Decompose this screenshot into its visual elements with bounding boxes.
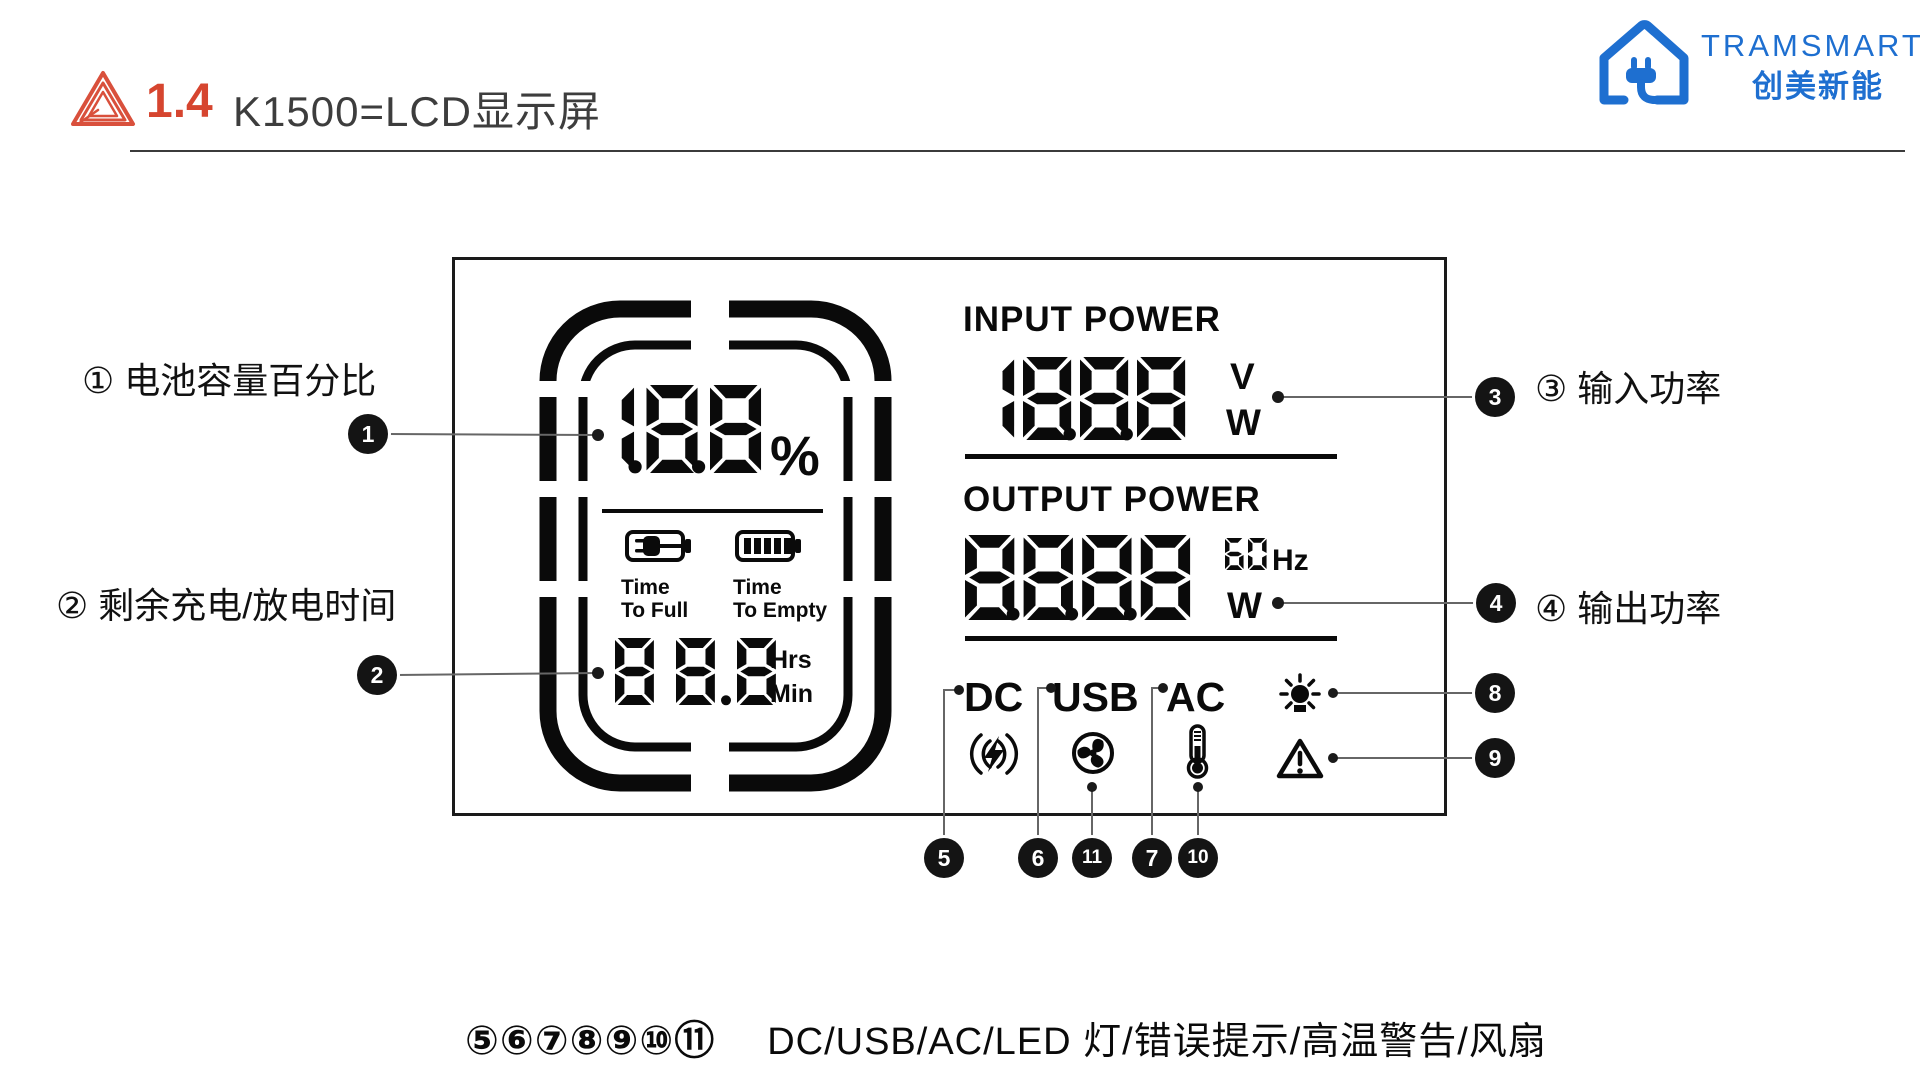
input-power-digits <box>1003 357 1186 441</box>
callout-6: 6 <box>1018 838 1058 878</box>
callout-2: 2 <box>357 655 397 695</box>
battery-charging-icon <box>625 530 691 562</box>
callout-4: 4 <box>1476 583 1516 623</box>
time-to-full-line2: To Full <box>621 599 688 622</box>
output-power-title: OUTPUT POWER <box>963 480 1261 519</box>
warning-icon <box>1276 738 1324 779</box>
hrs-label: Hrs <box>770 646 812 674</box>
thermometer-icon <box>1186 724 1209 779</box>
time-to-full-line1: Time <box>621 576 670 599</box>
title-divider <box>130 150 1905 152</box>
battery-section-divider <box>602 509 823 513</box>
percent-sign: % <box>770 424 820 487</box>
ac-label: AC <box>1166 674 1225 720</box>
min-label: Min <box>770 680 813 708</box>
input-power-title: INPUT POWER <box>963 300 1221 339</box>
logo-brand-subtitle: 创美新能 <box>1752 69 1884 104</box>
output-ports-divider <box>965 636 1337 641</box>
callout-10: 10 <box>1178 838 1218 878</box>
lcd-graphics: % <box>528 293 1337 797</box>
battery-percent-digits <box>622 385 761 474</box>
label-remaining-time: ② 剩余充电/放电时间 <box>56 585 397 626</box>
input-volt-unit: V <box>1230 356 1255 397</box>
callout-3: 3 <box>1475 377 1515 417</box>
battery-gauge-outline <box>528 293 903 797</box>
lcd-screen: % <box>452 257 1447 816</box>
logo-brand-name: TRAMSMART <box>1701 28 1920 63</box>
callout-1: 1 <box>348 414 388 454</box>
label-output-power: ④ 输出功率 <box>1535 588 1722 629</box>
caption: ⑤⑥⑦⑧⑨⑩⑪ DC/USB/AC/LED 灯/错误提示/高温警告/风扇 <box>465 1008 1547 1066</box>
wireless-power-icon <box>969 733 1019 775</box>
time-to-empty-line1: Time <box>733 576 782 599</box>
usb-label: USB <box>1052 674 1139 720</box>
callout-5: 5 <box>924 838 964 878</box>
hz-unit: Hz <box>1272 544 1309 577</box>
input-output-divider <box>965 454 1337 459</box>
caption-text: DC/USB/AC/LED 灯/错误提示/高温警告/风扇 <box>767 1021 1547 1063</box>
output-power-digits <box>965 535 1190 621</box>
time-to-empty-line2: To Empty <box>733 599 827 622</box>
time-remaining-digits <box>615 638 776 706</box>
dc-label: DC <box>964 674 1023 720</box>
page-title: K1500=LCD显示屏 <box>233 88 601 135</box>
caption-circled-numbers: ⑤⑥⑦⑧⑨⑩⑪ <box>465 1019 716 1063</box>
led-light-icon <box>1279 673 1321 712</box>
output-watt-unit: W <box>1227 585 1262 626</box>
callout-9: 9 <box>1475 738 1515 778</box>
fan-icon <box>1072 732 1114 774</box>
logo-house-plug-icon <box>1599 20 1689 105</box>
label-input-power: ③ 输入功率 <box>1535 368 1722 409</box>
callout-7: 7 <box>1132 838 1172 878</box>
section-triangle-icon <box>71 71 135 126</box>
label-battery-percent: ① 电池容量百分比 <box>82 360 377 401</box>
battery-full-icon <box>735 530 801 562</box>
callout-11: 11 <box>1072 838 1112 878</box>
input-watt-unit: W <box>1226 402 1261 443</box>
callout-8: 8 <box>1475 673 1515 713</box>
section-number: 1.4 <box>146 75 213 128</box>
